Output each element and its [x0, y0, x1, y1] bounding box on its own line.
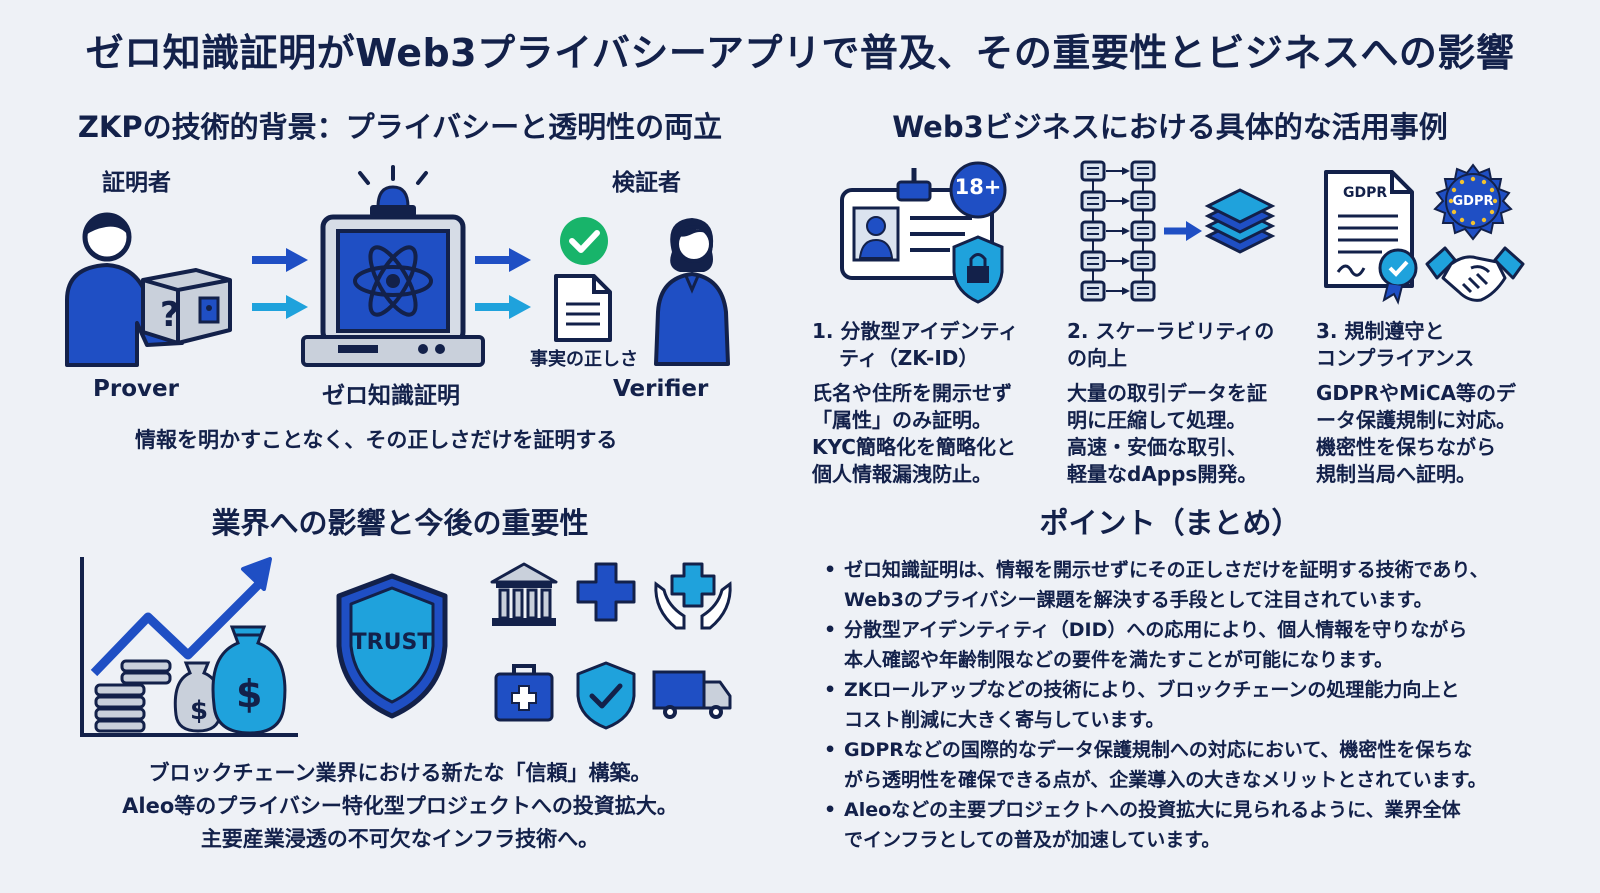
case-item-2: 2. スケーラビリティの の向上 大量の取引データを証 明に圧縮して処理。 高速…	[1067, 318, 1307, 488]
case-body-line: 規制当局へ証明。	[1316, 462, 1476, 486]
case-body-line: 軽量なdApps開発。	[1067, 462, 1258, 486]
impact-line: Aleo等のプライバシー特化型プロジェクトへの投資拡大。	[122, 794, 678, 818]
point-line: ZKロールアップなどの技術により、ブロックチェーンの処理能力向上と	[844, 679, 1460, 701]
trust-shield-label: TRUST	[351, 630, 433, 655]
list-item: GDPRなどの国際的なデータ保護規制への対応において、機密性を保ちな がら透明性…	[822, 735, 1592, 795]
case-body-line: 個人情報漏洩防止。	[812, 462, 992, 486]
points-list: ゼロ知識証明は、情報を開示せずにその正しさだけを証明する技術であり、 Web3の…	[822, 555, 1592, 855]
eu-seal-icon	[1433, 163, 1513, 241]
check-circle-icon	[560, 217, 608, 265]
list-item: ゼロ知識証明は、情報を開示せずにその正しさだけを証明する技術であり、 Web3の…	[822, 555, 1592, 615]
zkp-machine-label: ゼロ知識証明	[322, 383, 460, 409]
case-body-line: GDPRやMiCA等のデ	[1316, 381, 1516, 405]
svg-text:?: ?	[160, 295, 180, 335]
prover-label-jp: 証明者	[102, 170, 171, 196]
case-title-line: 1. 分散型アイデンティ	[812, 319, 1019, 343]
delivery-truck-icon	[652, 670, 732, 719]
case-body-line: ータ保護規制に対応。	[1316, 408, 1516, 432]
case-title-line: 2. スケーラビリティの	[1067, 319, 1275, 343]
case-body-line: 大量の取引データを証	[1067, 381, 1267, 405]
medkit-icon	[494, 664, 554, 722]
point-line: Web3のプライバシー課題を解決する手段として注目されています。	[844, 589, 1433, 611]
case-item-3: 3. 規制遵守と コンプライアンス GDPRやMiCA等のデ ータ保護規制に対応…	[1316, 318, 1556, 488]
svg-text:$: $	[236, 672, 262, 716]
verifier-person-icon	[654, 218, 730, 366]
list-item: Aleoなどの主要プロジェクトへの投資拡大に見られるように、業界全体 でインフラ…	[822, 795, 1592, 855]
growth-chart-icon: $ $	[80, 557, 298, 737]
tech-section-title: ZKPの技術的背景：プライバシーと透明性の両立	[77, 110, 723, 144]
points-section-title: ポイント（まとめ）	[1039, 506, 1301, 540]
arrow-right-icon	[252, 295, 308, 319]
age-badge-icon	[949, 161, 1007, 219]
case-title-line: の向上	[1067, 346, 1127, 370]
point-line: GDPRなどの国際的なデータ保護規制への対応において、機密性を保ちな	[844, 739, 1473, 761]
case-body-line: 明に圧縮して処理。	[1067, 408, 1247, 432]
document-icon	[554, 274, 612, 342]
case-title-line: コンプライアンス	[1316, 346, 1475, 370]
point-line: ゼロ知識証明は、情報を開示せずにその正しさだけを証明する技術であり、	[844, 559, 1489, 581]
case-body-line: 機密性を保ちながら	[1316, 435, 1496, 459]
arrow-right-icon	[475, 248, 531, 272]
impact-section-title: 業界への影響と今後の重要性	[211, 506, 589, 540]
point-line: コスト削減に大きく寄与しています。	[844, 709, 1165, 731]
svg-text:$: $	[190, 696, 208, 726]
impact-line: 主要産業浸透の不可欠なインフラ技術へ。	[200, 827, 600, 851]
check-shield-icon	[576, 661, 636, 730]
medical-cross-icon	[576, 562, 636, 622]
zkp-machine-icon	[301, 165, 485, 367]
id-card-icon	[840, 168, 1004, 304]
fact-correctness-label: 事実の正しさ	[530, 349, 638, 370]
point-line: がら透明性を確保できる点が、企業導入の大きなメリットとされています。	[844, 769, 1487, 791]
list-item: 分散型アイデンティティ（DID）への応用により、個人情報を守りながら 本人確認や…	[822, 615, 1592, 675]
verifier-label-jp: 検証者	[612, 170, 681, 196]
age-badge-text: 18+	[954, 175, 1002, 199]
care-hands-icon	[654, 562, 732, 630]
point-line: でインフラとしての普及が加速しています。	[844, 829, 1221, 851]
page-title: ゼロ知識証明がWeb3プライバシーアプリで普及、その重要性とビジネスへの影響	[85, 31, 1515, 75]
eu-seal-label: GDPR	[1452, 194, 1494, 209]
secret-box-icon: ?	[141, 268, 232, 345]
gdpr-document-icon	[1324, 170, 1418, 305]
case-body-line: 高速・安価な取引、	[1067, 435, 1247, 459]
cases-section-title: Web3ビジネスにおける具体的な活用事例	[892, 110, 1448, 144]
point-line: 分散型アイデンティティ（DID）への応用により、個人情報を守りながら	[844, 619, 1468, 641]
trust-shield-icon	[336, 573, 448, 719]
impact-line: ブロックチェーン業界における新たな「信頼」構築。	[148, 761, 652, 785]
point-line: 本人確認や年齢制限などの要件を満たすことが可能になります。	[844, 649, 1394, 671]
case-body-line: 氏名や住所を開示せず	[812, 381, 1012, 405]
case-item-1: 1. 分散型アイデンティ ティ（ZK-ID） 氏名や住所を開示せず 「属性」のみ…	[812, 318, 1052, 488]
handshake-icon	[1425, 246, 1525, 302]
case-body-line: 「属性」のみ証明。	[812, 408, 992, 432]
case-body-line: KYC簡略化を簡略化と	[812, 435, 1016, 459]
arrow-right-icon	[475, 295, 531, 319]
case-title-line: 3. 規制遵守と	[1316, 319, 1445, 343]
arrow-right-icon	[252, 248, 308, 272]
data-compression-icon	[1080, 160, 1276, 302]
prover-label-en: Prover	[93, 376, 179, 402]
case-title-line: ティ（ZK-ID）	[812, 346, 979, 370]
list-item: ZKロールアップなどの技術により、ブロックチェーンの処理能力向上と コスト削減に…	[822, 675, 1592, 735]
gdpr-document-label: GDPR	[1343, 185, 1388, 201]
point-line: Aleoなどの主要プロジェクトへの投資拡大に見られるように、業界全体	[844, 799, 1461, 821]
tech-caption: 情報を明かすことなく、その正しさだけを証明する	[135, 428, 618, 452]
verifier-label-en: Verifier	[613, 376, 709, 402]
bank-icon	[490, 562, 558, 626]
